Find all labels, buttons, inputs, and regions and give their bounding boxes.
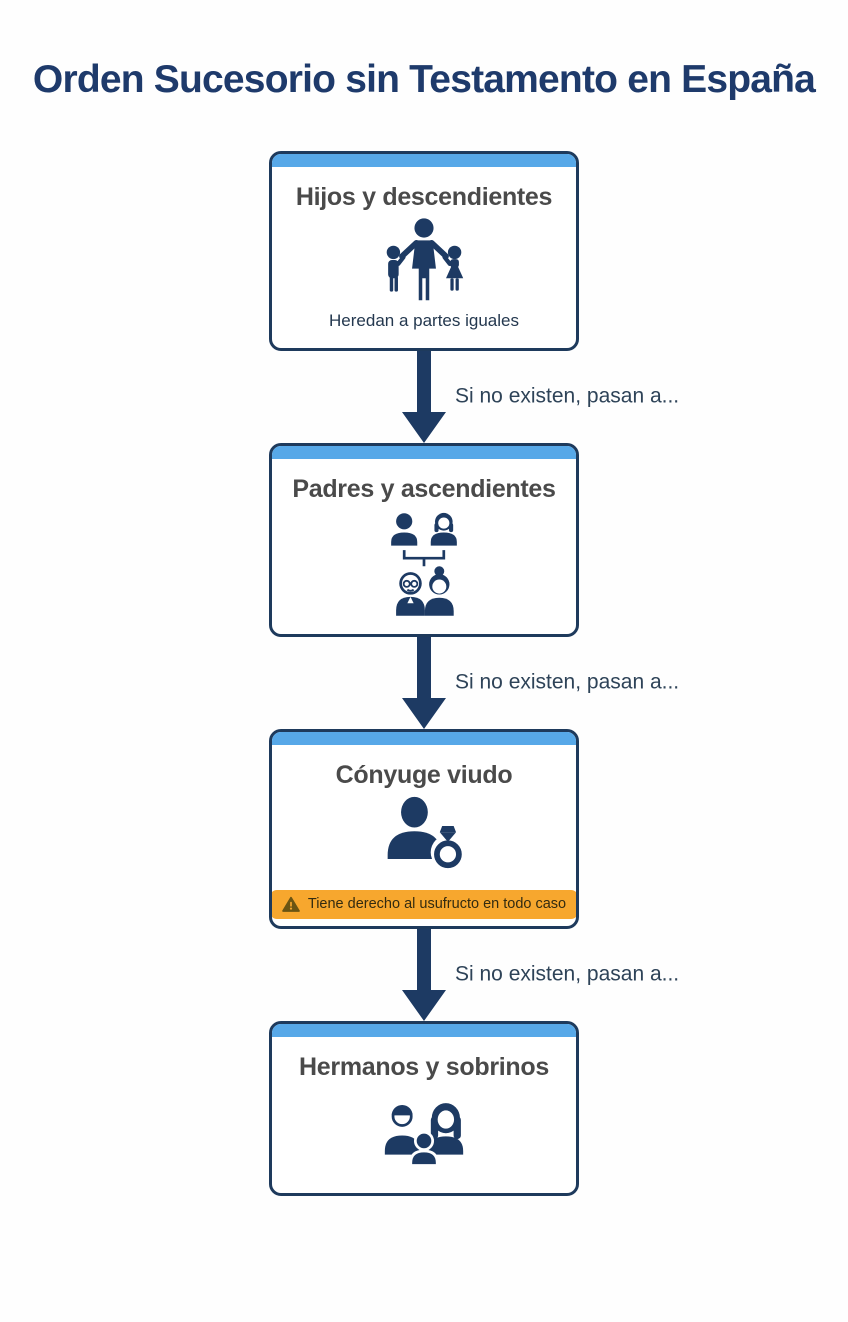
usufruct-warning-badge: Tiene derecho al usufructo en todo caso: [272, 889, 576, 919]
warning-triangle-icon: [282, 896, 300, 912]
step-title: Cónyuge viudo: [335, 760, 513, 789]
connector: Si no existen, pasan a...: [0, 636, 848, 729]
connector-label: Si no existen, pasan a...: [455, 670, 680, 694]
step-title: Padres y ascendientes: [292, 474, 556, 503]
parents-and-grandparents-icon: [391, 512, 457, 616]
infographic-canvas: Orden Sucesorio sin Testamento en España…: [0, 58, 848, 1322]
widowed-spouse-ring-icon: [387, 796, 466, 870]
connector: Si no existen, pasan a...: [0, 350, 848, 443]
warning-text: Tiene derecho al usufructo en todo caso: [307, 896, 567, 913]
step-title: Hermanos y sobrinos: [299, 1052, 549, 1081]
page-title: Orden Sucesorio sin Testamento en España: [32, 58, 816, 101]
card-header-bar: [272, 445, 576, 459]
connector: Si no existen, pasan a...: [0, 928, 848, 1021]
siblings-and-nephews-icon: [384, 1102, 464, 1167]
down-arrow-icon: [402, 636, 446, 729]
step-note: Heredan a partes iguales: [329, 310, 519, 330]
step-card-hermanos: Hermanos y sobrinos: [269, 1020, 579, 1196]
down-arrow-icon: [402, 350, 446, 443]
step-card-padres: Padres y ascendientes: [269, 442, 579, 637]
card-header-bar: [272, 1023, 576, 1037]
connector-label: Si no existen, pasan a...: [455, 962, 680, 986]
step-card-conyuge: Cónyuge viudo Tiene derecho al usufr: [269, 728, 579, 929]
card-header-bar: [272, 153, 576, 167]
card-header-bar: [272, 731, 576, 745]
step-title: Hijos y descendientes: [295, 182, 553, 211]
family-with-children-icon: [386, 218, 464, 301]
succession-flow: Hijos y descendientes: [0, 150, 848, 1196]
connector-label: Si no existen, pasan a...: [455, 384, 680, 408]
step-card-hijos: Hijos y descendientes: [269, 150, 579, 351]
down-arrow-icon: [402, 928, 446, 1021]
